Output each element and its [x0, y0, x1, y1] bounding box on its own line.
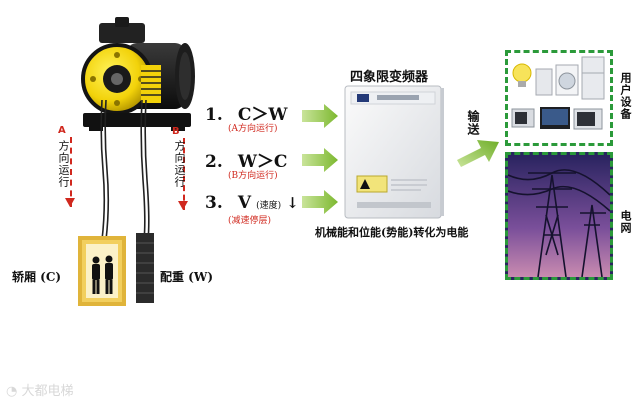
hoist-ropes	[100, 100, 150, 240]
a-direction-text: 方向运行	[57, 140, 70, 188]
mode-1-number: 1.	[205, 105, 223, 125]
inverter-caption: 机械能和位能(势能)转化为电能	[315, 226, 469, 239]
mode-2-note: (B方向运行)	[228, 171, 278, 181]
watermark: ◔ 大都电梯	[6, 380, 74, 399]
cab-label: 轿厢 (C)	[12, 270, 62, 284]
mode-1-note: (A方向运行)	[228, 124, 278, 134]
mode-3-number: 3.	[205, 193, 223, 213]
counterweight-icon	[136, 233, 154, 303]
user-devices-label: 用户设备	[619, 72, 632, 120]
mode-2-number: 2.	[205, 152, 223, 172]
b-direction-arrow-icon	[178, 201, 188, 210]
a-direction-line	[70, 137, 72, 207]
power-tower-icon	[508, 155, 610, 277]
input-arrows	[302, 104, 338, 214]
mode-3-v: V	[237, 193, 252, 213]
a-direction-letter: A	[58, 125, 66, 136]
b-direction-line	[183, 138, 185, 210]
counterweight-label: 配重 (W)	[160, 270, 214, 284]
transmit-label: 输送	[466, 110, 480, 136]
inverter-cabinet-icon	[344, 85, 444, 219]
a-direction-arrow-icon	[65, 198, 75, 207]
b-direction-letter: B	[172, 126, 180, 137]
mode-1-formula: C＞W	[237, 105, 288, 125]
mode-1: 1. C＞W	[205, 100, 287, 125]
mode-3: 3. V (速度) ↓ 0	[205, 193, 315, 213]
mode-3-note: (减速停层)	[228, 216, 272, 226]
watermark-text: 大都电梯	[21, 384, 74, 399]
traction-motor-icon	[81, 17, 195, 131]
mode-2: 2. W＞C	[205, 147, 287, 172]
transmit-arrow-icon	[457, 140, 499, 167]
home-appliances-icon	[511, 56, 605, 130]
grid-label: 电网	[619, 210, 632, 234]
elevator-cab-icon	[78, 236, 126, 306]
inverter-title: 四象限变频器	[350, 70, 429, 85]
mode-2-formula: W＞C	[237, 152, 288, 172]
watermark-logo-icon: ◔	[6, 384, 22, 399]
mode-3-v-note: (速度)	[256, 201, 282, 211]
b-direction-text: 方向运行	[173, 140, 186, 188]
